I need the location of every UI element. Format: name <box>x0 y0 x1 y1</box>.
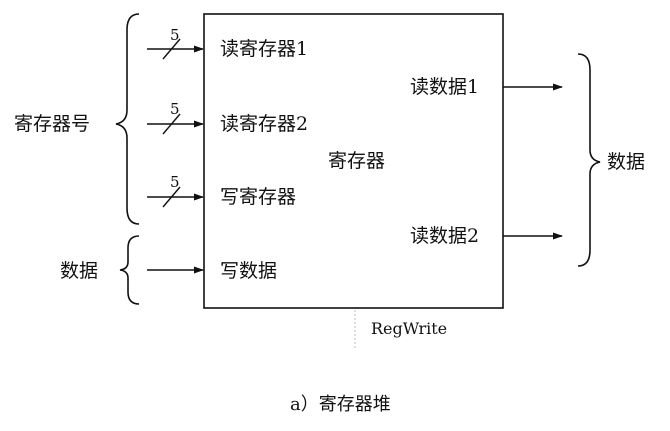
bus-width-3: 5 <box>170 173 180 191</box>
data-input-brace <box>119 235 140 305</box>
bus-slash-1 <box>162 38 181 60</box>
write-register-label: 写寄存器 <box>220 186 296 208</box>
bus-width-2: 5 <box>170 100 180 118</box>
read-data-1-label: 读数据1 <box>410 76 479 98</box>
read-register-1-label: 读寄存器1 <box>220 38 308 60</box>
register-number-brace <box>115 13 140 225</box>
register-file-box <box>203 13 504 309</box>
read-register-2-label: 读寄存器2 <box>220 113 308 135</box>
bus-slash-3 <box>162 186 181 208</box>
write-data-label: 写数据 <box>220 260 277 282</box>
data-output-label: 数据 <box>607 151 645 173</box>
regwrite-label: RegWrite <box>371 319 447 338</box>
bus-slash-2 <box>162 113 181 135</box>
bus-width-1: 5 <box>170 26 180 44</box>
register-number-label: 寄存器号 <box>14 113 90 135</box>
figure-caption: a）寄存器堆 <box>290 394 391 415</box>
data-input-label: 数据 <box>60 260 98 282</box>
read-data-2-label: 读数据2 <box>410 225 479 247</box>
data-output-brace <box>577 53 601 267</box>
register-center-label: 寄存器 <box>328 150 385 172</box>
